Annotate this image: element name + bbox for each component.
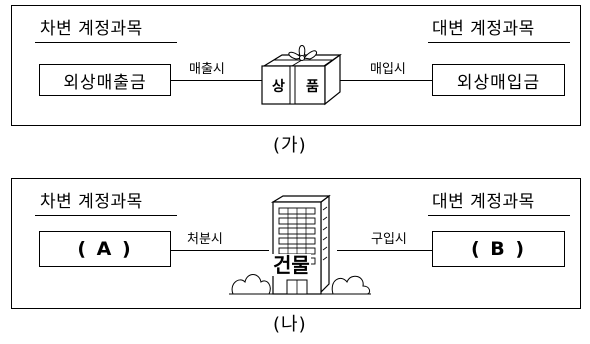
credit-account-box: ( B ) <box>432 231 565 267</box>
office-building-icon <box>229 194 371 295</box>
credit-heading-underline <box>428 215 570 216</box>
panel-na-caption: (나) <box>273 314 307 335</box>
debit-account-box: 외상매출금 <box>39 64 171 96</box>
debit-account-heading: 차변 계정과목 <box>40 192 143 212</box>
item-char-1: 상 <box>272 79 285 95</box>
item-char-2: 품 <box>306 79 319 95</box>
right-event-label: 구입시 <box>371 232 407 247</box>
gift-box-icon <box>261 45 342 106</box>
panel-ga-caption: (가) <box>273 135 307 156</box>
credit-heading-underline <box>428 42 570 43</box>
debit-account-name: 외상매출금 <box>63 72 147 93</box>
debit-account-heading: 차변 계정과목 <box>40 19 143 39</box>
right-connector-line <box>337 80 432 81</box>
right-connector-line <box>337 250 432 251</box>
debit-heading-underline <box>35 42 177 43</box>
credit-account-name: ( B ) <box>470 238 527 260</box>
debit-account-name: ( A ) <box>77 238 133 260</box>
left-event-label: 매출시 <box>189 62 225 77</box>
left-event-label: 처분시 <box>187 232 223 247</box>
item-label: 건물 <box>272 253 311 277</box>
debit-heading-underline <box>35 215 177 216</box>
left-connector-line <box>171 250 269 251</box>
left-connector-line <box>171 80 263 81</box>
debit-account-box: ( A ) <box>39 231 171 267</box>
credit-account-box: 외상매입금 <box>432 64 565 96</box>
credit-account-name: 외상매입금 <box>456 72 541 93</box>
credit-account-heading: 대변 계정과목 <box>432 192 535 212</box>
credit-account-heading: 대변 계정과목 <box>432 19 535 39</box>
right-event-label: 매입시 <box>370 62 406 77</box>
